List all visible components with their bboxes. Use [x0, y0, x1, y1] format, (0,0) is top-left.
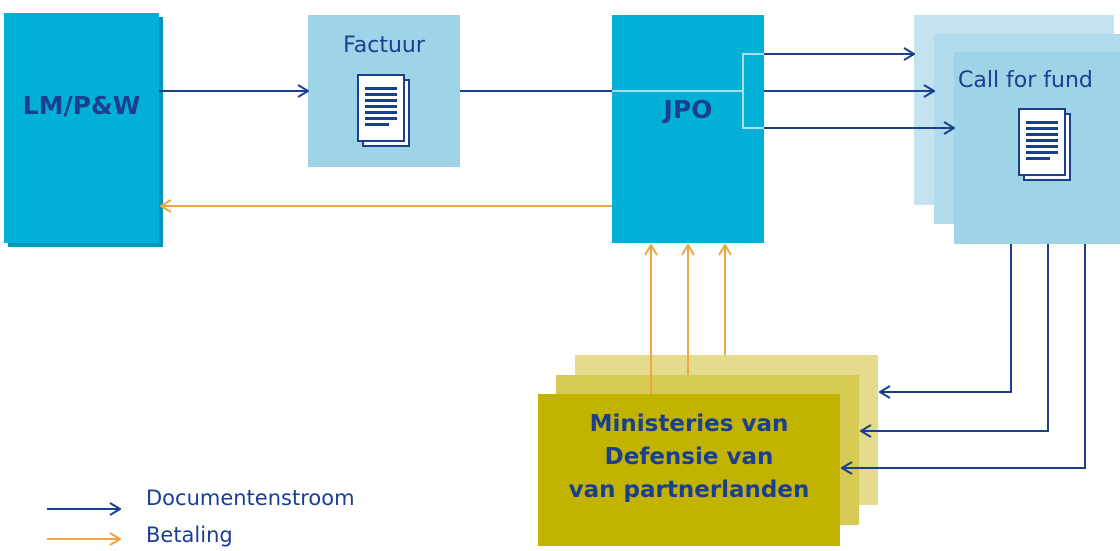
lmpw-box — [4, 13, 159, 243]
arrow-cff-to-ministeries-2 — [861, 244, 1049, 431]
legend-betaling-label: Betaling — [146, 523, 233, 547]
arrow-cff-to-ministeries-1 — [880, 244, 1012, 392]
jpo-inner-bracket — [742, 53, 764, 129]
factuur-document-icon — [357, 74, 410, 147]
jpo-label: JPO — [663, 95, 713, 124]
ministeries-front-box — [538, 394, 840, 546]
factuur-label: Factuur — [343, 33, 425, 58]
call-for-fund-document-icon — [1018, 108, 1071, 181]
jpo-box — [612, 15, 764, 243]
ministeries-label-line1: Ministeries van — [589, 411, 789, 437]
legend-documentenstroom-label: Documentenstroom — [146, 486, 355, 510]
ministeries-label: Ministeries van Defensie van van partner… — [538, 408, 840, 507]
call-for-fund-label: Call for fund — [958, 68, 1093, 93]
lmpw-label: LM/P&W — [22, 91, 141, 120]
ministeries-label-line2: Defensie van — [604, 444, 774, 470]
arrow-cff-to-ministeries-3 — [842, 244, 1086, 468]
ministeries-label-line3: van partnerlanden — [568, 477, 810, 503]
